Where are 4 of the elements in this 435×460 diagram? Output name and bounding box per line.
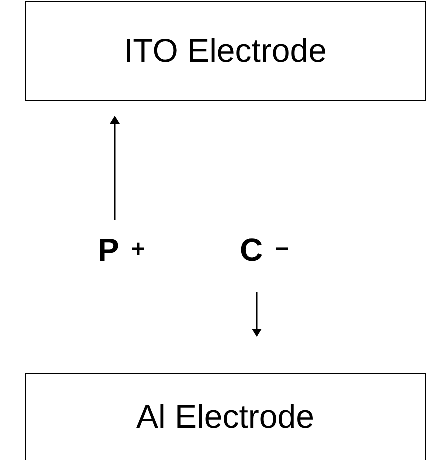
electrode-box: Al Electrode bbox=[25, 373, 426, 460]
arrow bbox=[110, 116, 120, 220]
electrode-box: ITO Electrode bbox=[25, 1, 426, 101]
arrow bbox=[252, 292, 262, 337]
